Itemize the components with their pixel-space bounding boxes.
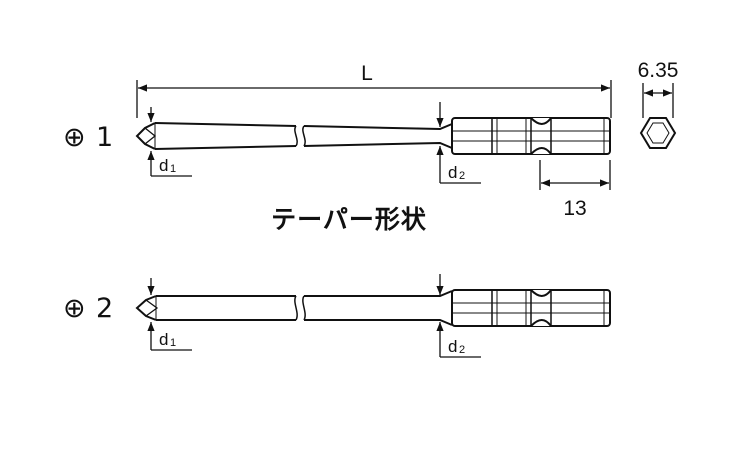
bit-2-d1-index: 1 — [170, 337, 176, 349]
bit-2-size: 2 — [96, 293, 113, 324]
bit-2-outline — [135, 289, 611, 327]
bit-1-d1-leader: d 1 — [147, 107, 192, 177]
hex-cross-section — [639, 117, 677, 149]
bit-1-d1-index: 1 — [170, 163, 176, 175]
hex-width-dimension: 6.35 — [638, 59, 679, 118]
bit-1-symbol: ⊕ 1 — [63, 122, 113, 153]
phillips-icon: ⊕ — [63, 122, 86, 153]
bit-2-d1-letter: d — [159, 330, 168, 349]
hex-width-label: 6.35 — [638, 59, 679, 82]
bit-1-d1-letter: d — [159, 156, 168, 175]
bit-1-d2-letter: d — [448, 163, 457, 182]
bit-2-d2-index: 2 — [459, 344, 465, 356]
hex-length-label: 13 — [563, 197, 586, 220]
bit-2-symbol: ⊕ 2 — [63, 293, 113, 324]
bit-2-d2-leader: d 2 — [436, 274, 481, 358]
bit-1-outline — [135, 117, 611, 155]
shape-caption: テーパー形状 — [271, 205, 427, 234]
length-label: L — [361, 62, 373, 85]
bit-2-d1-leader: d 1 — [147, 278, 192, 351]
hex-length-dimension: 13 — [539, 160, 611, 220]
bit-1-d2-index: 2 — [459, 170, 465, 182]
bit-2-d2-letter: d — [448, 337, 457, 356]
bit-1-d2-leader: d 2 — [436, 102, 481, 184]
length-dimension: L — [136, 62, 612, 118]
bit-1-size: 1 — [96, 122, 113, 153]
phillips-icon: ⊕ — [63, 293, 86, 324]
